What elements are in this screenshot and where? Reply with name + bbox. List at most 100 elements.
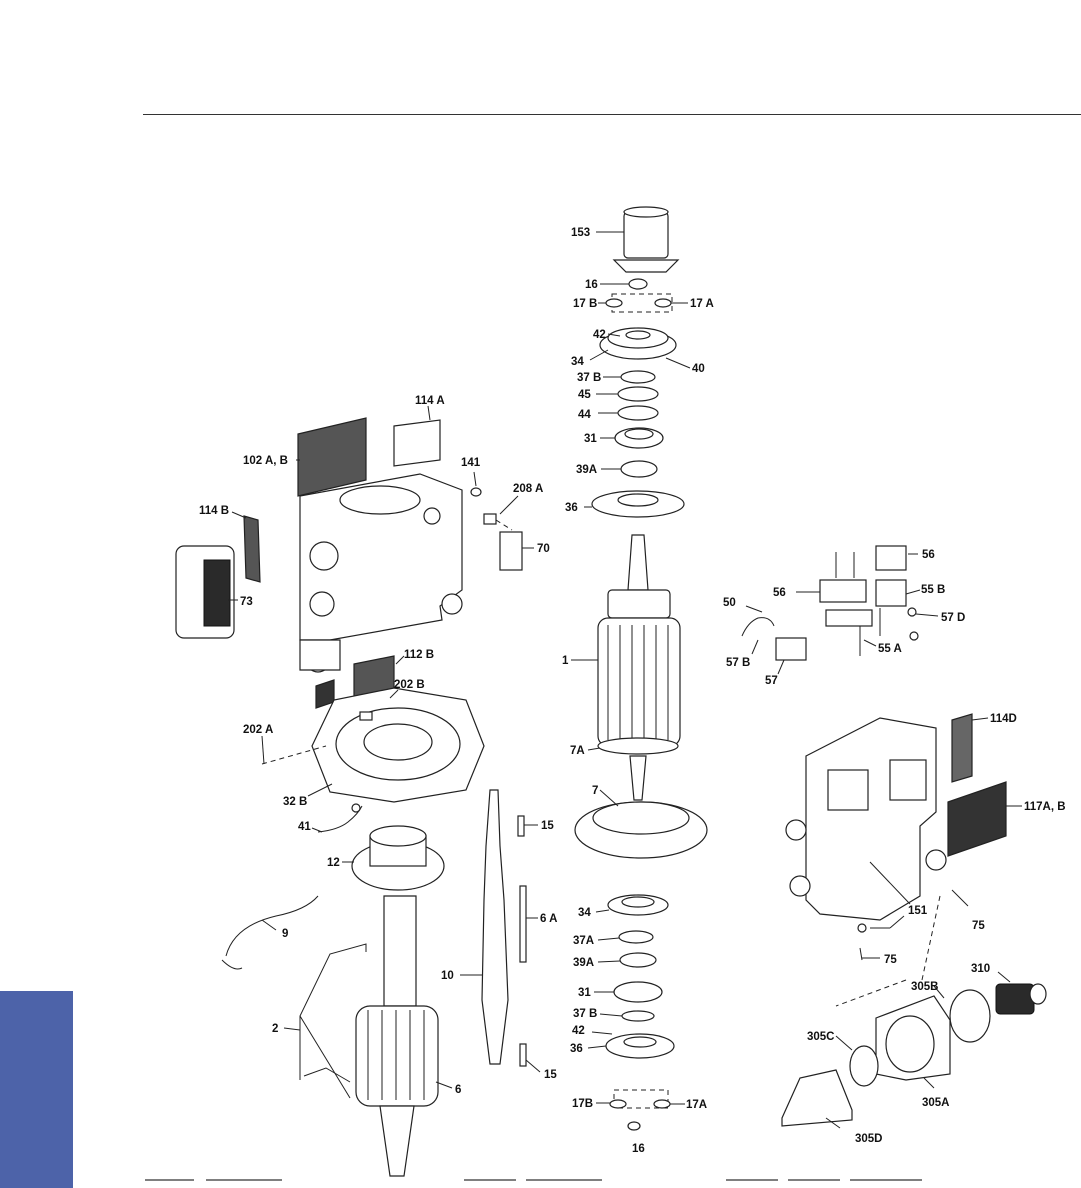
label-42-top: 42 <box>593 329 606 341</box>
part-36-cap-bottom <box>587 1031 675 1059</box>
label-10: 10 <box>441 970 454 982</box>
part-6a-key <box>519 885 538 963</box>
label-117ab: 117A, B <box>1024 801 1066 813</box>
part-208a-bushing <box>483 495 519 531</box>
label-17b-bottom: 17B <box>572 1098 593 1110</box>
label-55a: 55 A <box>878 643 902 655</box>
part-34-bearing-housing-top <box>589 327 691 369</box>
part-114b-grille <box>231 511 261 583</box>
label-102ab: 102 A, B <box>243 455 288 467</box>
label-31-top: 31 <box>584 433 597 445</box>
label-56-left: 56 <box>773 587 786 599</box>
label-15-bottom: 15 <box>544 1069 557 1081</box>
label-305b: 305B <box>911 981 939 993</box>
label-57b: 57 B <box>726 657 750 669</box>
part-56-brush-holders <box>796 545 918 603</box>
part-17-washers-bottom <box>596 1089 685 1109</box>
part-31-bearing-bottom <box>594 981 663 1003</box>
label-17b-top: 17 B <box>573 298 597 310</box>
part-141-bolt <box>470 471 482 497</box>
part-153-cover <box>596 206 680 273</box>
label-37a: 37A <box>573 935 594 947</box>
part-16-nut <box>600 278 648 290</box>
part-9-clip <box>221 895 319 970</box>
label-70: 70 <box>537 543 550 555</box>
part-36-cap-top <box>584 490 685 518</box>
part-73-cover <box>175 545 238 639</box>
part-57-brush-parts <box>741 605 939 675</box>
part-1-armature <box>571 534 681 801</box>
part-75-bolts <box>859 889 969 961</box>
label-16-bottom: 16 <box>632 1143 645 1155</box>
label-39a-bottom: 39A <box>573 957 594 969</box>
label-7a: 7A <box>570 745 585 757</box>
label-34-top: 34 <box>571 356 584 368</box>
label-305c: 305C <box>807 1031 835 1043</box>
part-114d-grille <box>951 713 989 783</box>
label-112b: 112 B <box>404 649 434 661</box>
label-34-bottom: 34 <box>578 907 591 919</box>
label-39a-top: 39A <box>576 464 597 476</box>
label-37b-bottom: 37 B <box>573 1008 597 1020</box>
label-17a-bottom: 17A <box>686 1099 707 1111</box>
part-151-bolts <box>857 861 911 933</box>
label-114a: 114 A <box>415 395 445 407</box>
label-202a: 202 A <box>243 724 273 736</box>
part-frame-upper <box>299 473 463 673</box>
part-7-fan <box>574 789 708 859</box>
label-57: 57 <box>765 675 778 687</box>
label-141: 141 <box>461 457 481 469</box>
part-34-bearing-housing-bottom <box>595 894 669 916</box>
label-151: 151 <box>908 905 928 917</box>
part-202a-pin <box>261 735 265 765</box>
part-70-brush-holder <box>499 531 534 571</box>
label-31-bottom: 31 <box>578 987 591 999</box>
part-102-grille <box>296 417 367 497</box>
label-2: 2 <box>272 1023 278 1035</box>
label-6a: 6 A <box>540 913 557 925</box>
section-tab <box>0 991 73 1188</box>
part-45-seal <box>596 386 659 402</box>
label-305d: 305D <box>855 1133 883 1145</box>
part-37a-ring <box>597 930 654 944</box>
label-202b: 202 B <box>394 679 425 691</box>
label-9: 9 <box>282 928 288 940</box>
label-15-top: 15 <box>541 820 554 832</box>
label-153: 153 <box>571 227 590 239</box>
part-16-nut-bottom <box>627 1121 641 1131</box>
part-2-coil <box>283 943 367 1099</box>
part-41-lead <box>311 803 363 833</box>
part-6-stator-core <box>355 895 453 1177</box>
part-31-bearing-top <box>600 427 664 449</box>
part-37b-ring-bottom <box>599 1010 655 1022</box>
part-15-key-top <box>517 815 538 837</box>
label-32b: 32 B <box>283 796 307 808</box>
label-73: 73 <box>240 596 253 608</box>
label-45: 45 <box>578 389 591 401</box>
label-50: 50 <box>723 597 736 609</box>
label-75-right: 75 <box>972 920 985 932</box>
label-17a-top: 17 A <box>690 298 714 310</box>
label-55b: 55 B <box>921 584 945 596</box>
part-10-shaft <box>460 789 509 1065</box>
part-frame-right <box>785 717 947 921</box>
label-305a: 305A <box>922 1097 950 1109</box>
label-310: 310 <box>971 963 990 975</box>
label-75-left: 75 <box>884 954 897 966</box>
label-208a: 208 A <box>513 483 543 495</box>
label-36-bottom: 36 <box>570 1043 583 1055</box>
part-44-seal <box>598 405 659 421</box>
label-1: 1 <box>562 655 569 667</box>
part-117-grille <box>947 781 1022 857</box>
label-114b: 114 B <box>199 505 229 517</box>
label-41: 41 <box>298 821 311 833</box>
part-112b-grille <box>315 655 405 709</box>
part-55-brackets <box>825 579 921 656</box>
label-36-top: 36 <box>565 502 578 514</box>
label-56-top: 56 <box>922 549 935 561</box>
label-12: 12 <box>327 857 340 869</box>
label-114d: 114D <box>990 713 1017 725</box>
header-rule <box>143 114 1081 115</box>
part-114a-plate <box>393 405 441 467</box>
